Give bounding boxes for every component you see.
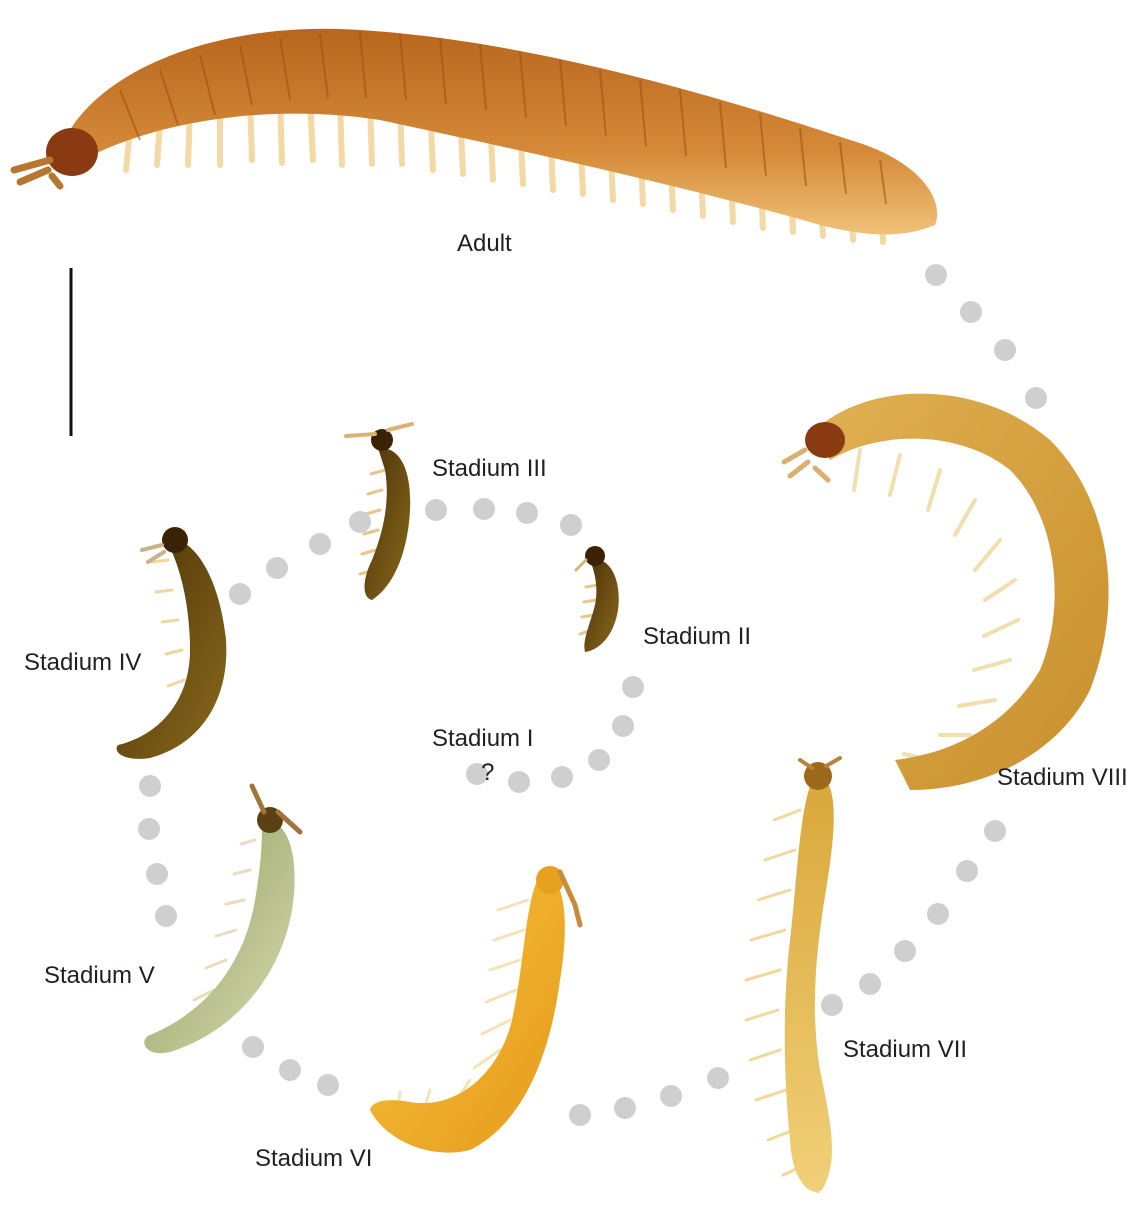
stadium-iv-head [162,527,188,553]
stadium-vii-millipede [746,758,840,1192]
path-dot [349,511,371,533]
path-dot [622,676,644,698]
path-dot [138,818,160,840]
path-dot [146,863,168,885]
path-dot [139,775,161,797]
stadium-viii-millipede [784,394,1109,790]
path-dot [994,339,1016,361]
path-dot [960,301,982,323]
path-dot [956,860,978,882]
label-stadium-v: Stadium V [44,964,155,988]
stadium-viii-legs [854,450,1018,760]
stadium-ii-antennae [576,560,586,570]
path-dot [229,583,251,605]
stadium-ii-millipede [576,546,619,652]
path-dot [894,940,916,962]
path-dot [560,514,582,536]
path-dot [1025,387,1047,409]
path-dot [242,1036,264,1058]
path-dot [927,903,949,925]
label-stadium-iii: Stadium III [432,457,547,481]
adult-head [46,128,98,176]
path-dot [612,715,634,737]
path-dot [425,499,447,521]
label-stadium-ii: Stadium II [643,625,751,649]
path-dot [551,766,573,788]
path-dot [473,498,495,520]
path-dot [309,533,331,555]
path-dot [155,905,177,927]
label-stadium-i-question: ? [481,761,494,785]
path-dot [508,771,530,793]
label-stadium-vii: Stadium VII [843,1038,967,1062]
stadium-v-body [144,820,294,1053]
path-dot [614,1097,636,1119]
stadium-vi-body [370,875,565,1153]
stadium-vii-body [785,775,834,1192]
path-dot [266,557,288,579]
stadium-iv-millipede [117,527,227,759]
label-stadium-i: Stadium I [432,727,533,751]
stadium-vi-millipede [370,866,580,1153]
path-dot [569,1104,591,1126]
path-dot [279,1059,301,1081]
path-dot [317,1074,339,1096]
adult-millipede [14,29,937,242]
path-dot [660,1085,682,1107]
path-dot [588,749,610,771]
path-dot [707,1067,729,1089]
path-dot [821,994,843,1016]
path-dot [516,502,538,524]
label-stadium-iv: Stadium IV [24,651,141,675]
label-adult: Adult [457,232,512,256]
label-stadium-viii: Stadium VIII [997,766,1128,790]
path-dot [984,820,1006,842]
path-dot [925,264,947,286]
path-dot [859,973,881,995]
stadium-viii-head [805,422,845,458]
stadium-ii-head [585,546,605,566]
label-stadium-vi: Stadium VI [255,1147,372,1171]
stadium-iii-body [365,448,411,600]
stadium-ii-body [584,559,618,652]
dotted-path [138,264,1047,1126]
